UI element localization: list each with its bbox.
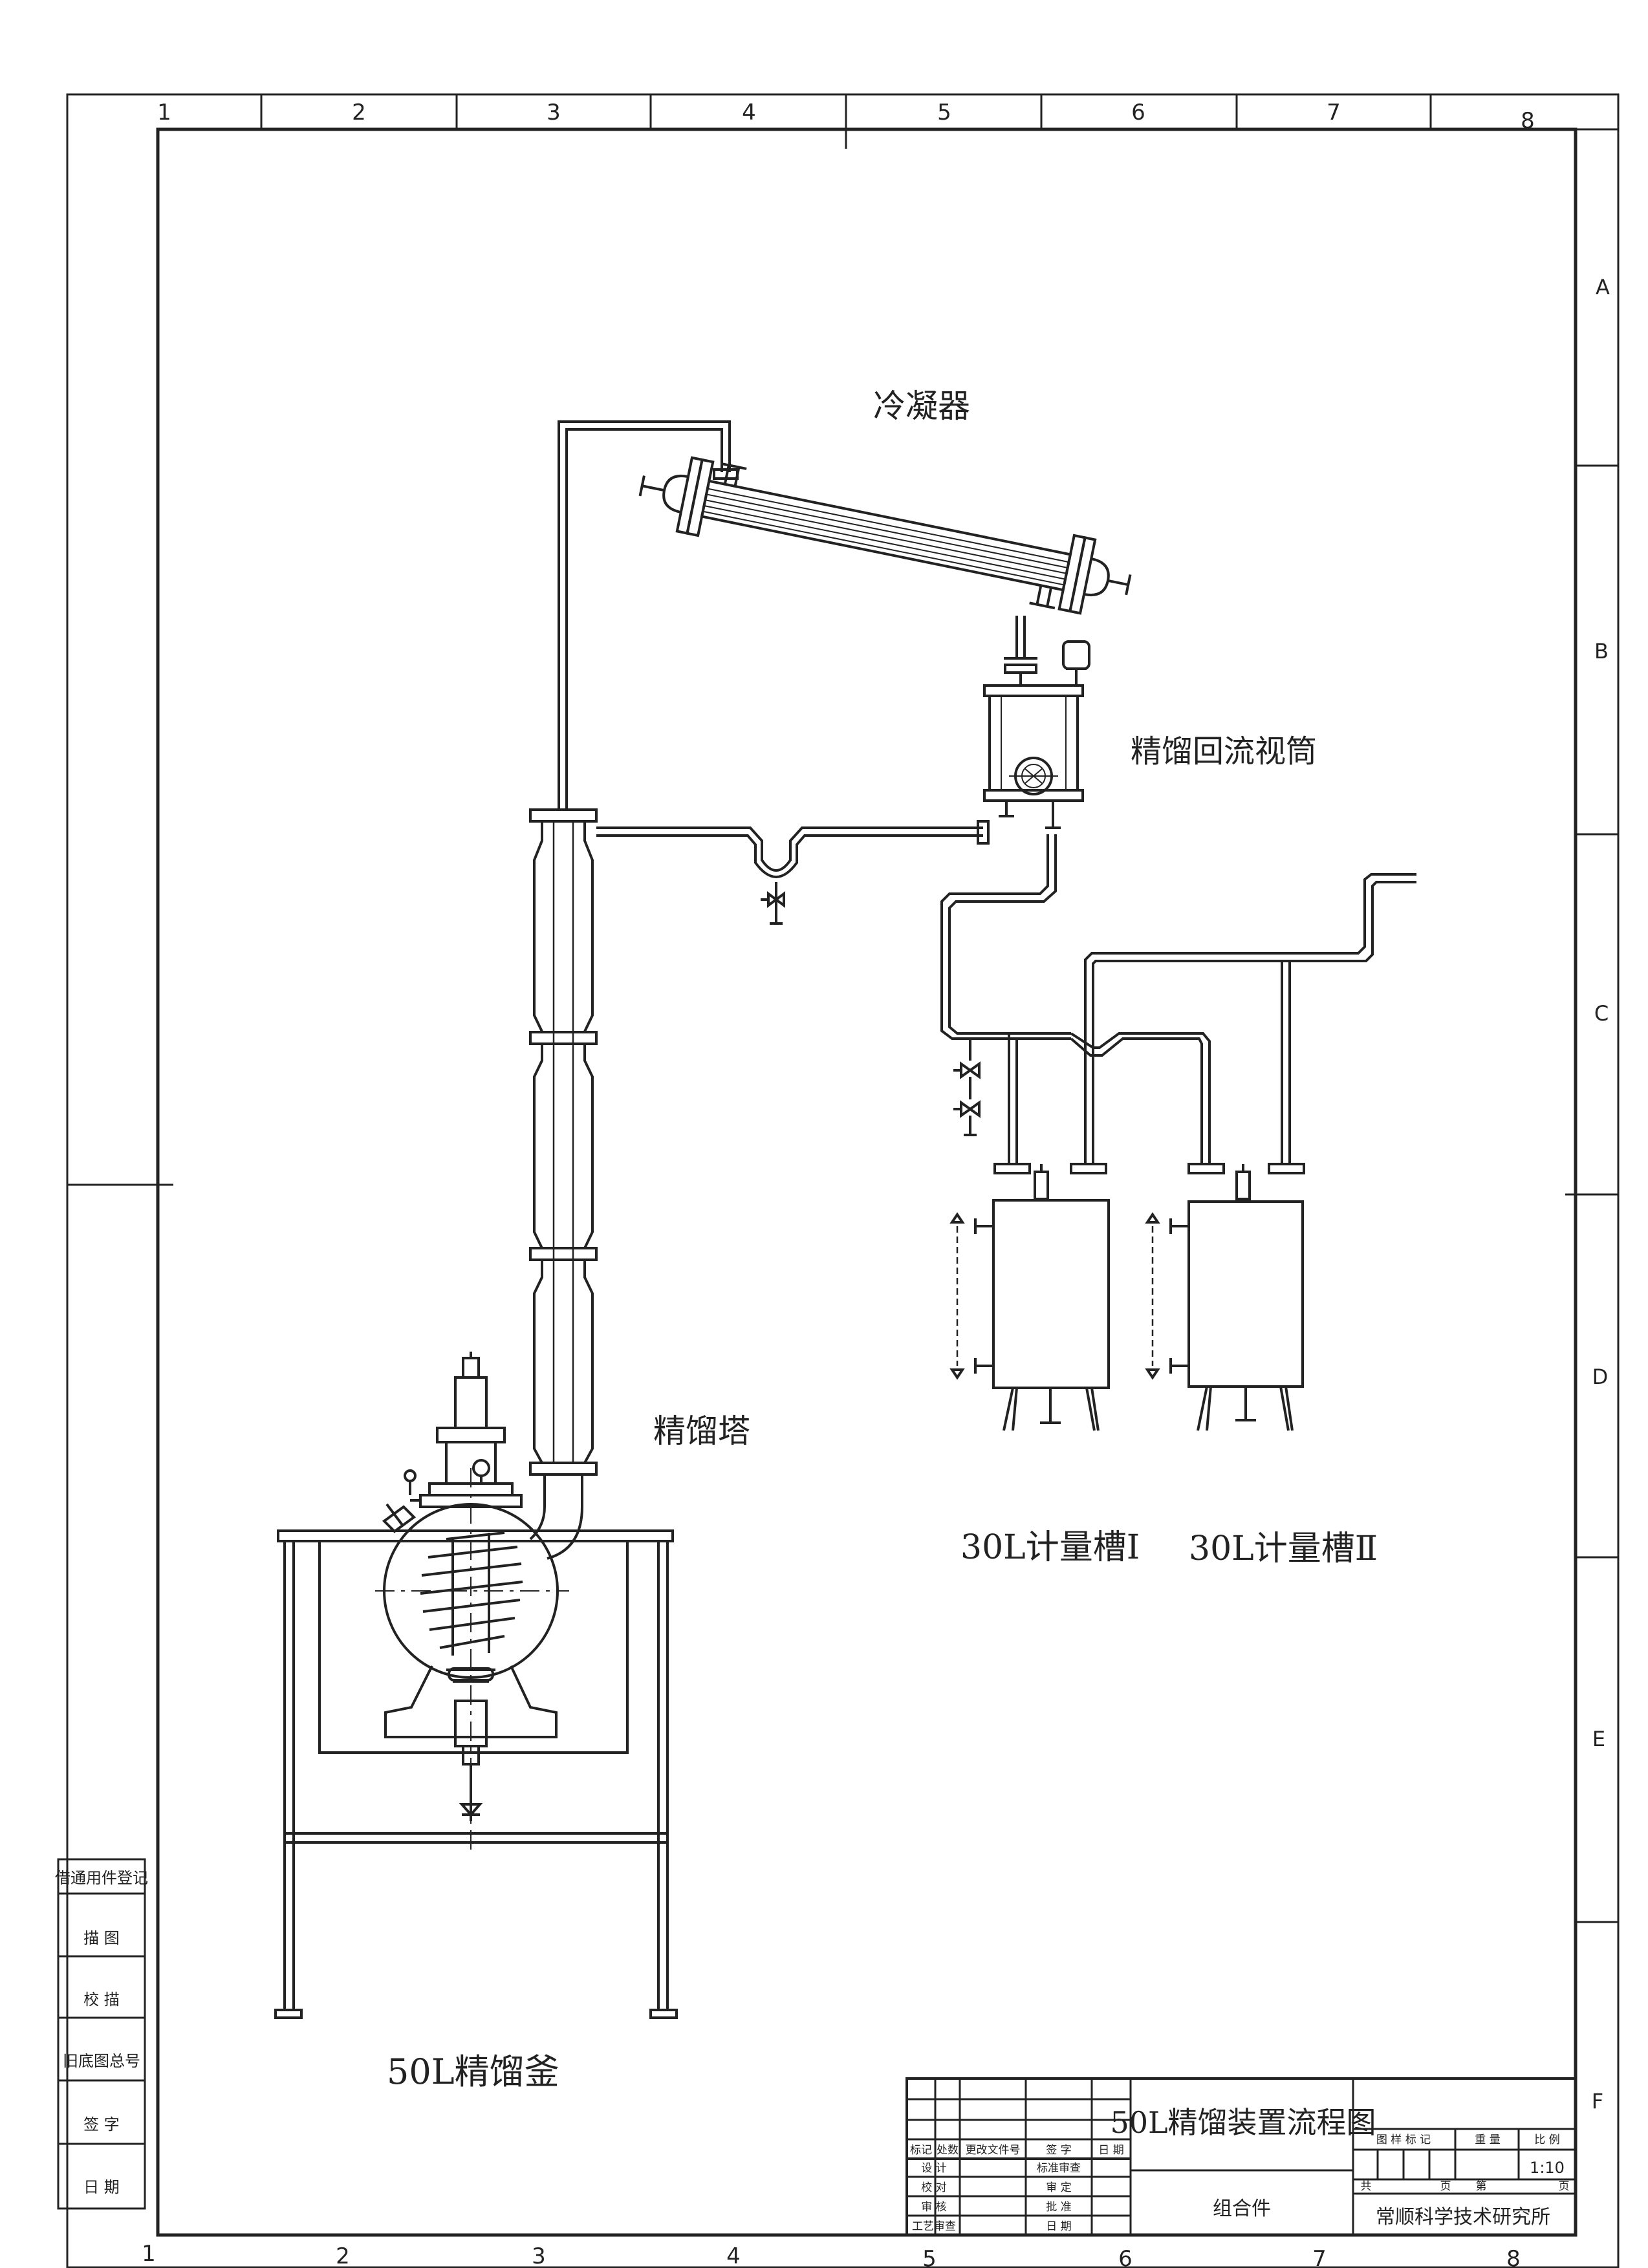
distillation-column — [529, 808, 598, 1560]
zone-col-1: 1 — [157, 100, 171, 125]
role-standard-review: 标准审查 — [1037, 2162, 1081, 2175]
zone-col-bottom-1: 1 — [142, 2241, 156, 2267]
part-type: 组合件 — [1213, 2198, 1271, 2220]
rev-header-date: 日 期 — [1098, 2144, 1123, 2157]
reflux-sight-glass — [983, 640, 1090, 829]
top-zone-numbers: 1 2 3 4 5 6 7 8 — [157, 100, 1535, 134]
organization: 常顺科学技术研究所 — [1376, 2206, 1550, 2229]
zone-row-a: A — [1596, 275, 1610, 299]
sheet-total-prefix: 共 — [1361, 2180, 1372, 2193]
right-zone-ticks — [1565, 464, 1619, 1923]
left-registration-block: 借通用件登记 描 图 校 描 旧底图总号 签 字 日 期 — [55, 1858, 148, 2210]
zone-col-bottom-8: 8 — [1506, 2246, 1521, 2268]
zone-col-3: 3 — [547, 100, 561, 125]
header-scale: 比 例 — [1534, 2133, 1559, 2146]
receiver-tank-2 — [1145, 1163, 1305, 1431]
zone-row-e: E — [1592, 1727, 1605, 1751]
role-process-review: 工艺审查 — [912, 2220, 956, 2233]
sheet-current-suffix: 页 — [1559, 2180, 1570, 2193]
right-zone-letters: A B C D E F — [1592, 275, 1610, 2113]
condenser — [638, 456, 1132, 615]
zone-row-f: F — [1592, 2089, 1603, 2113]
still-frame — [274, 1529, 678, 2019]
zone-col-bottom-7: 7 — [1312, 2246, 1327, 2268]
distillate-line — [940, 834, 1211, 1164]
left-block-cell: 签 字 — [83, 2115, 120, 2133]
vent-header — [1084, 873, 1416, 1164]
header-weight: 重 量 — [1475, 2133, 1500, 2146]
zone-col-5: 5 — [937, 100, 951, 125]
zone-col-bottom-6: 6 — [1118, 2246, 1133, 2268]
top-zone-ticks — [260, 94, 1432, 149]
reflux-return-line — [596, 820, 990, 925]
zone-col-7: 7 — [1327, 100, 1341, 125]
zone-col-bottom-5: 5 — [922, 2246, 937, 2268]
zone-col-6: 6 — [1131, 100, 1145, 125]
zone-col-8: 8 — [1521, 108, 1535, 134]
left-block-cell: 校 描 — [83, 1991, 120, 2009]
rev-header-sign: 签 字 — [1046, 2144, 1071, 2157]
reflux-sight-glass-label: 精馏回流视筒 — [1131, 733, 1317, 770]
scale-value: 1:10 — [1530, 2159, 1565, 2177]
bottom-zone-numbers: 1 2 3 4 5 6 7 8 — [142, 2241, 1521, 2268]
zone-row-c: C — [1594, 1001, 1609, 1026]
role-approve-final: 审 定 — [1046, 2181, 1071, 2194]
left-block-cell: 描 图 — [83, 1929, 120, 1947]
sheet-current-prefix: 第 — [1476, 2180, 1487, 2193]
receiver-tank-1 — [949, 1163, 1110, 1431]
zone-col-2: 2 — [352, 100, 366, 125]
rev-header-doc: 更改文件号 — [966, 2144, 1021, 2157]
left-block-cell: 日 期 — [83, 2178, 120, 2196]
component-labels: 冷凝器 精馏回流视筒 精馏塔 30L计量槽Ⅰ 30L计量槽Ⅱ 50L精馏釜 — [387, 387, 1378, 2092]
role-ratify: 批 准 — [1046, 2201, 1071, 2214]
role-review: 审 核 — [921, 2201, 946, 2214]
left-block-cell: 借通用件登记 — [55, 1869, 148, 1887]
tank2-label: 30L计量槽Ⅱ — [1189, 1529, 1378, 1568]
zone-row-d: D — [1592, 1365, 1609, 1389]
role-proofread: 校 对 — [921, 2181, 946, 2194]
role-design: 设 计 — [921, 2162, 946, 2175]
zone-col-bottom-3: 3 — [532, 2243, 546, 2268]
still-label: 50L精馏釜 — [387, 2051, 559, 2092]
zone-row-b: B — [1594, 639, 1609, 664]
tank1-label: 30L计量槽Ⅰ — [960, 1528, 1140, 1567]
rev-header-mark: 标记 — [910, 2144, 932, 2157]
column-label: 精馏塔 — [653, 1412, 750, 1450]
left-block-cell: 旧底图总号 — [63, 2052, 140, 2070]
title-block — [905, 2077, 1577, 2236]
rev-header-count: 处数 — [937, 2144, 959, 2157]
zone-col-4: 4 — [742, 100, 756, 125]
still-vessel — [375, 1352, 569, 1850]
sheet-border — [66, 93, 1620, 2268]
zone-col-bottom-4: 4 — [726, 2243, 741, 2268]
sheet-total-suffix: 页 — [1440, 2180, 1451, 2193]
condensate-line — [1004, 616, 1037, 686]
zone-col-bottom-2: 2 — [336, 2243, 350, 2268]
role-date: 日 期 — [1046, 2220, 1071, 2233]
title-block-text: 50L精馏装置流程图 组合件 常顺科学技术研究所 1:10 标记 处数 更改文件… — [910, 2105, 1570, 2233]
header-drawing-mark: 图 样 标 记 — [1376, 2133, 1431, 2146]
drawing-title: 50L精馏装置流程图 — [1110, 2105, 1376, 2140]
condenser-label: 冷凝器 — [873, 387, 970, 425]
